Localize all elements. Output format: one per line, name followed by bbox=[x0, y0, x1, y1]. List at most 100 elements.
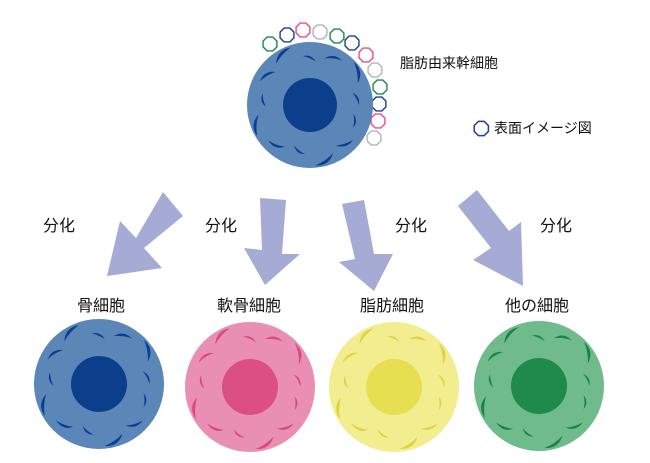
cell-4-granule bbox=[481, 396, 487, 419]
cell-1-granule bbox=[104, 433, 123, 446]
stem-cell-nucleus bbox=[283, 78, 337, 132]
stem-cell-granule bbox=[353, 61, 361, 84]
cell-4-granule bbox=[583, 395, 587, 410]
cell-2-granule bbox=[215, 328, 230, 345]
cell-2-granule bbox=[294, 342, 302, 365]
arrow-label-4: 分化 bbox=[540, 216, 572, 235]
arrow-to-chondrocyte bbox=[244, 198, 300, 285]
cell-3-granule bbox=[399, 436, 418, 449]
cell-2-granule bbox=[276, 423, 294, 430]
chondrocyte bbox=[185, 322, 315, 452]
cell-1-granule bbox=[56, 420, 74, 428]
surface-marker-icon bbox=[295, 22, 311, 38]
surface-marker-icon bbox=[312, 24, 328, 40]
cell-2-nucleus bbox=[222, 359, 278, 415]
arrow-label-3: 分化 bbox=[395, 216, 427, 235]
stem-cell-granule bbox=[294, 145, 306, 155]
legend-marker-icon bbox=[473, 120, 490, 137]
cell-labels: 骨細胞 軟骨細胞 脂肪細胞 他の細胞 bbox=[77, 296, 569, 315]
adipocyte-label: 脂肪細胞 bbox=[360, 296, 424, 315]
cell-1-granule bbox=[48, 372, 54, 386]
arrow-label-1: 分化 bbox=[43, 216, 75, 235]
cell-4-granule bbox=[583, 341, 591, 364]
stem-cell-granule bbox=[268, 140, 286, 148]
cell-3-granule bbox=[342, 352, 359, 363]
legend: 表面イメージ図 bbox=[473, 120, 592, 137]
cell-1-granule bbox=[82, 425, 94, 435]
cell-1-granule bbox=[92, 333, 105, 340]
cell-4-nucleus bbox=[511, 358, 567, 414]
surface-marker-icon bbox=[358, 47, 374, 63]
surface-marker-icon bbox=[329, 28, 345, 44]
cell-3-granule bbox=[438, 342, 446, 365]
stem-cell-granule bbox=[353, 113, 356, 128]
stem-cell-granule bbox=[253, 114, 259, 137]
cell-4-granule bbox=[565, 422, 583, 429]
cell-3-granule bbox=[387, 336, 400, 343]
chondrocyte-label: 軟骨細胞 bbox=[217, 296, 281, 315]
surface-marker-icon bbox=[279, 27, 295, 43]
arrow-to-other-cell bbox=[458, 190, 523, 286]
surface-marker-icon bbox=[262, 36, 278, 52]
cell-4-granule bbox=[553, 335, 572, 341]
surface-marker-icon bbox=[372, 79, 388, 95]
cell-4-granule bbox=[582, 373, 590, 386]
stem-cell-granule bbox=[259, 71, 276, 82]
cell-3-granule bbox=[437, 374, 445, 387]
cell-3-granule bbox=[351, 423, 369, 431]
arrow-to-adipocyte bbox=[339, 200, 393, 291]
surface-marker-icon bbox=[370, 113, 386, 129]
cell-4-granule bbox=[487, 351, 504, 362]
osteocyte-label: 骨細胞 bbox=[77, 296, 125, 315]
surface-marker-icon bbox=[371, 96, 387, 112]
cell-1-nucleus bbox=[71, 356, 127, 412]
surface-marker-icon bbox=[366, 130, 382, 146]
cell-4-granule bbox=[532, 335, 545, 342]
cell-2-granule bbox=[255, 436, 274, 449]
cell-1-granule bbox=[142, 371, 150, 384]
cell-1-granule bbox=[143, 393, 147, 408]
cell-2-granule bbox=[243, 336, 256, 343]
cell-1-granule bbox=[41, 394, 47, 417]
surface-markers bbox=[262, 22, 388, 146]
stem-cell-label: 脂肪由来幹細胞 bbox=[400, 55, 498, 72]
stem-cell-granule bbox=[261, 93, 266, 107]
cell-4-granule bbox=[496, 422, 514, 430]
stem-cell-granule bbox=[335, 140, 353, 147]
cell-3-granule bbox=[343, 375, 349, 389]
cell-1-granule bbox=[113, 333, 132, 339]
cell-2-granule bbox=[192, 397, 198, 420]
adipocyte bbox=[329, 322, 459, 452]
arrow-label-2: 分化 bbox=[205, 216, 237, 235]
stem-cell-granule bbox=[352, 92, 360, 106]
surface-marker-icon bbox=[344, 35, 360, 51]
other-cell bbox=[474, 321, 604, 451]
surface-marker-icon bbox=[367, 62, 383, 78]
cell-2-granule bbox=[198, 352, 215, 363]
stem-cell-granule bbox=[303, 55, 316, 62]
legend-label: 表面イメージ図 bbox=[494, 121, 592, 137]
cell-1-granule bbox=[143, 339, 151, 362]
cell-4-granule bbox=[488, 374, 494, 388]
cell-3-granule bbox=[420, 423, 438, 430]
cell-3-granule bbox=[377, 428, 389, 438]
cell-4-granule bbox=[544, 435, 563, 448]
arrow-to-osteocyte bbox=[107, 192, 183, 276]
differentiation-arrows bbox=[107, 190, 523, 291]
stem-cell-granule bbox=[315, 152, 334, 166]
cell-4-granule bbox=[522, 427, 534, 437]
cell-3-granule bbox=[438, 396, 442, 411]
cell-1-granule bbox=[125, 420, 143, 427]
cell-2-granule bbox=[233, 428, 245, 438]
cell-2-granule bbox=[207, 423, 225, 431]
cell-2-granule bbox=[293, 374, 301, 387]
cell-1-granule bbox=[64, 325, 79, 342]
cell-1-granule bbox=[47, 349, 64, 360]
stem-cell bbox=[247, 42, 373, 168]
cell-3-granule bbox=[408, 336, 427, 342]
arrow-labels: 分化 分化 分化 分化 bbox=[43, 216, 572, 235]
stem-cell-granule bbox=[324, 55, 343, 61]
cell-3-granule bbox=[336, 397, 342, 420]
cell-2-granule bbox=[264, 336, 283, 342]
